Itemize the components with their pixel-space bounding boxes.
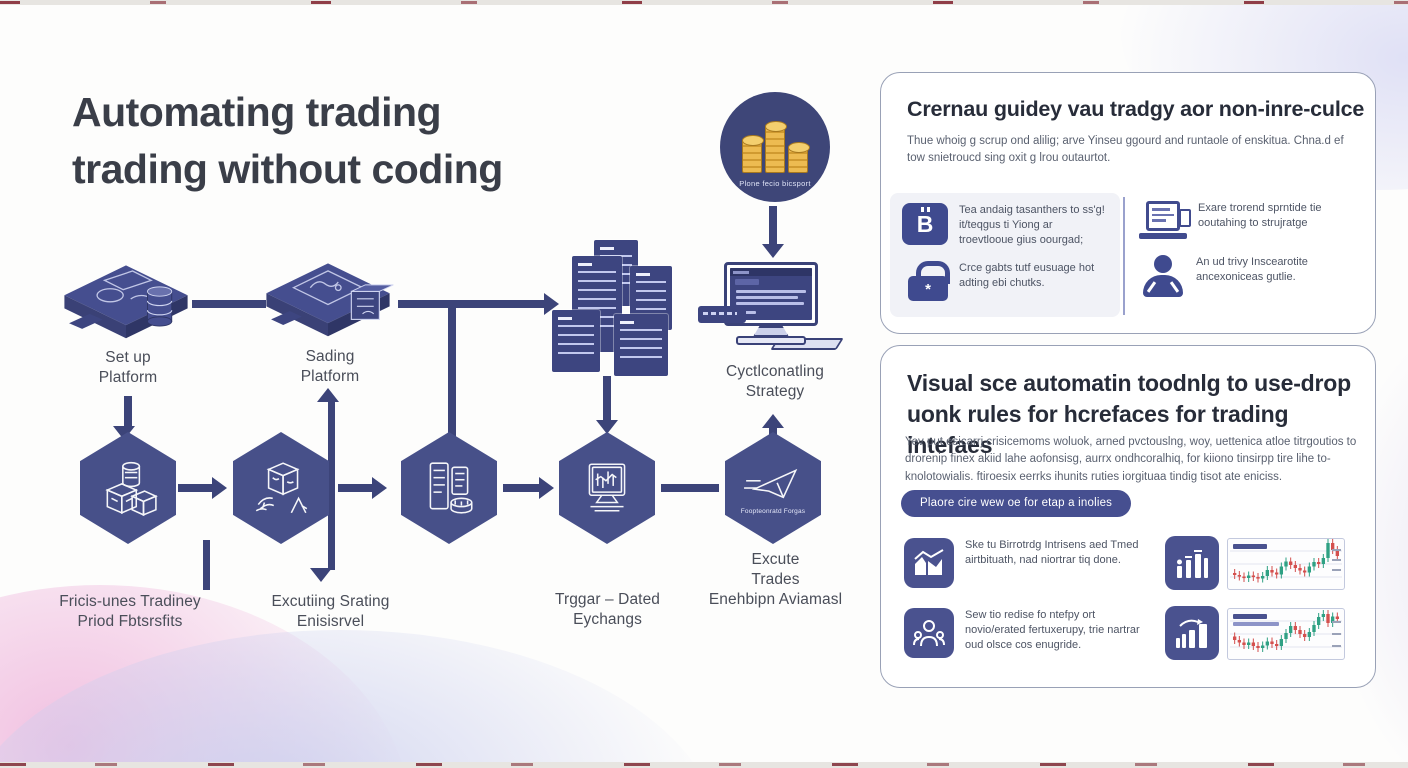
title-line-1: Automating trading (72, 89, 442, 135)
guide-card-body: Thue whoig g scrup ond alilig; arve Yins… (907, 135, 1344, 165)
tools-item-monitoring: Ske tu Birrotrdg Intrisens aed Tmed airt… (904, 538, 1154, 588)
hex-strategy-cube-icon (233, 432, 329, 544)
guide-card-heading: Crernau guidey vau tradgy aor non-inre-c… (907, 97, 1365, 121)
arrowhead-hex4 (539, 477, 554, 499)
top-edge-strip (0, 0, 1408, 5)
hex-chart-monitor-icon (559, 432, 655, 544)
tools-item-templates: Sew tio redise fo ntefpy ort novio/erate… (904, 608, 1154, 658)
sading-platform-icon (266, 263, 394, 337)
connector-hex1-label (203, 540, 210, 590)
candlestick-chart-1-svg (1230, 539, 1342, 583)
connector-down-to-hex3 (448, 302, 456, 440)
growth-bars-icon (1165, 606, 1219, 660)
arrowhead-hex3 (372, 477, 387, 499)
connector-hex2-hex3 (338, 484, 372, 492)
documents-cluster-icon (552, 238, 676, 378)
guide-item-trend: Exare trorend sprntide tie ooutahing to … (1139, 201, 1361, 243)
arrowhead-into-monitor (762, 244, 784, 258)
connector-platform1-platform2 (192, 300, 266, 308)
hex-paper-plane-icon: Foopteonratd Forgas (725, 432, 821, 544)
connector-docs-hex4 (603, 376, 611, 422)
setup-platform-icon (64, 265, 188, 339)
visual-tools-card: Visual sce automatin toodnlg to use-drop… (880, 345, 1376, 688)
connector-coins-monitor (769, 206, 777, 246)
candlestick-chart-1 (1227, 538, 1345, 590)
guide-item-trading: B Tea andaig tasanthers to ss'g! it/teqg… (902, 203, 1110, 248)
connector-hex3-hex4 (503, 484, 539, 492)
bar-chart-icon (1165, 536, 1219, 590)
guide-item-security: * Crce gabts tutf eusuage hot adting ebi… (905, 261, 1110, 301)
guide-card: Crernau guidey vau tradgy aor non-inre-c… (880, 72, 1376, 334)
page-title: Automating trading trading without codin… (72, 84, 503, 197)
arrowhead-up-strategy (762, 414, 784, 428)
coin-stacks (742, 121, 810, 173)
laptop-icon (1139, 201, 1191, 243)
funds-coins-icon: Plone fecio bicsport (720, 92, 830, 202)
area-chart-icon (904, 538, 954, 588)
connector-hex4-hex5 (661, 484, 719, 492)
title-line-2: trading without coding (72, 145, 503, 192)
visual-tools-heading: Visual sce automatin toodnlg to use-drop… (907, 370, 1351, 459)
hex-assets-icon (80, 432, 176, 544)
coins-caption: Plone fecio bicsport (739, 179, 811, 188)
arrowhead-hex2 (212, 477, 227, 499)
paper-plane-caption: Foopteonratd Forgas (740, 507, 806, 515)
strategy-monitor-icon (698, 262, 844, 358)
arrowhead-into-docs (544, 293, 559, 315)
people-icon (904, 608, 954, 658)
lock-icon: * (908, 261, 950, 301)
column-divider (1123, 197, 1125, 315)
candlestick-chart-2 (1227, 608, 1345, 660)
guide-item-guide: An ud trivy Inscearotite ancexoniceas gu… (1141, 255, 1361, 299)
connector-platform2-docs (398, 300, 544, 308)
bitcoin-icon: B (902, 203, 948, 245)
step-guide-button[interactable]: Plaore cire wew oe for etap a inolies (901, 490, 1132, 517)
arrowhead-up-sading (317, 388, 339, 402)
arrowhead-into-hex4 (596, 420, 618, 434)
connector-hex2-vertical (328, 400, 335, 570)
hex-server-icon (401, 432, 497, 544)
arrowhead-down-executing (310, 568, 332, 582)
visual-tools-body: Yev put esicarrj crisicemoms woluok, arn… (905, 436, 1357, 483)
candlestick-chart-2-svg (1230, 610, 1342, 652)
connector-setup-down (124, 396, 132, 428)
bottom-edge-strip (0, 762, 1408, 768)
person-icon (1141, 255, 1185, 299)
connector-hex1-hex2 (178, 484, 212, 492)
